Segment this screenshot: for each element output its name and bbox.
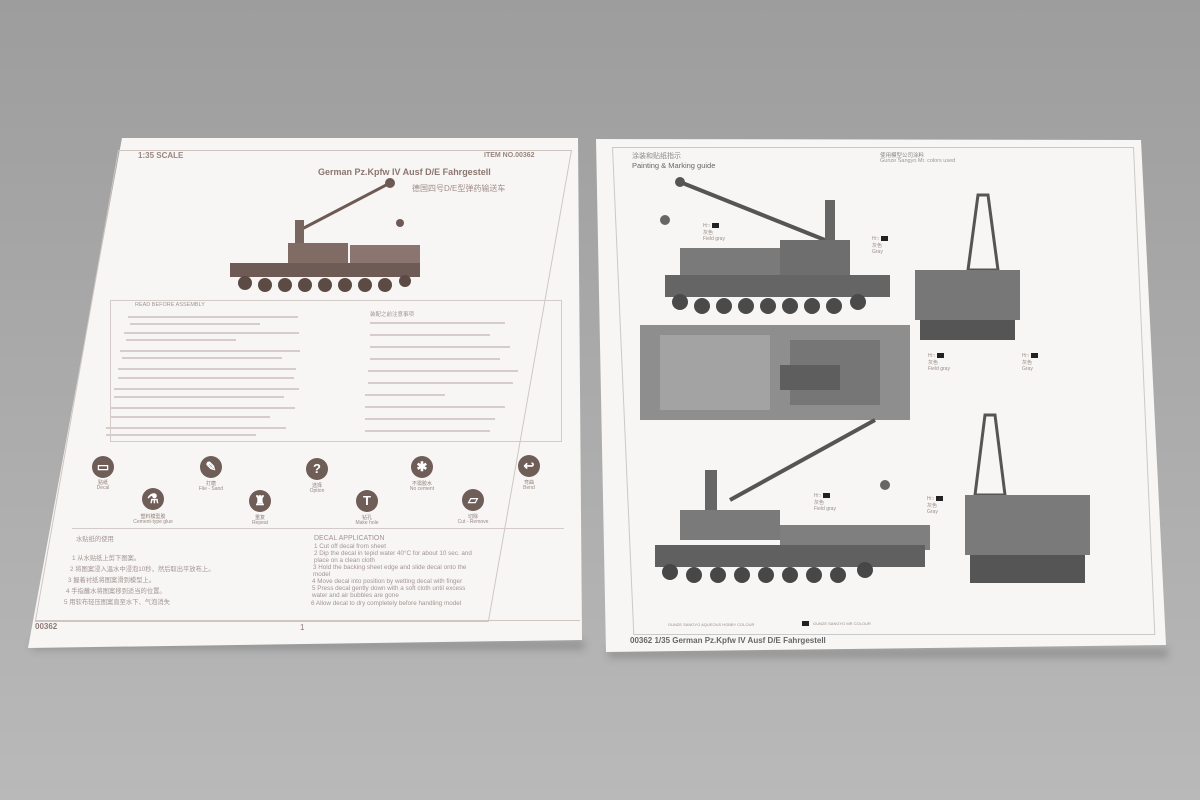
footer-rule bbox=[36, 620, 580, 621]
icon-label-cn: 重复 bbox=[254, 515, 266, 521]
icon-label-cn: 贴纸 bbox=[97, 480, 109, 486]
decal-cn-step: 5 用软布轻压图案直至水下、气泡消失 bbox=[64, 599, 171, 606]
bend-icon: ↩ bbox=[518, 455, 540, 477]
icon-label-cn: 不需胶水 bbox=[411, 481, 433, 487]
top-view-drawing bbox=[640, 325, 910, 420]
footer-item-number: 00362 bbox=[35, 622, 58, 631]
file-sand-icon: ✎ bbox=[200, 456, 222, 478]
icon-label: Option bbox=[309, 488, 325, 494]
guide-footer: 00362 1/35 German Pz.Kpfw IV Ausf D/E Fa… bbox=[630, 636, 826, 645]
option-icon: ? bbox=[306, 458, 328, 480]
icon-label: Make hole bbox=[355, 520, 379, 526]
no-cement-icon: ✱ bbox=[411, 456, 433, 478]
legend-mr-colour: GUNZE SANGYO MR COLOUR bbox=[800, 621, 871, 627]
decal-cn-heading: 水贴纸的使用 bbox=[76, 536, 114, 543]
icon-label: Cut - Remove bbox=[457, 519, 489, 525]
notes-heading-cn: 装配之前注意事项 bbox=[370, 312, 415, 318]
front-view-drawing bbox=[965, 413, 1090, 583]
decal-step: place on a clean cloth bbox=[314, 557, 375, 564]
decal-cn-step: 1 从水贴纸上剪下图案。 bbox=[72, 555, 141, 562]
decal-cn-step: 3 握着衬纸将图案滑到模型上。 bbox=[68, 577, 156, 584]
decal-step: 4 Move decal into position by wetting de… bbox=[312, 578, 463, 585]
icon-label-cn: 弯曲 bbox=[523, 480, 535, 486]
vehicle-drawings bbox=[640, 177, 1090, 583]
divider bbox=[72, 528, 564, 529]
decal-step: water and air bubbles are gone bbox=[312, 592, 399, 599]
decal-heading: DECAL APPLICATION bbox=[314, 535, 385, 542]
icon-label: Bend bbox=[523, 485, 535, 491]
icon-label-cn: 切除 bbox=[467, 514, 479, 520]
decal-step: 2 Dip the decal in tepid water 40°C for … bbox=[314, 550, 472, 557]
decal-step: 5 Press decal gently down with a soft cl… bbox=[312, 585, 466, 592]
decal-step: 3 Hold the backing sheet edge and slide … bbox=[313, 564, 467, 571]
icon-label-cn: 打磨 bbox=[205, 481, 217, 487]
kit-title-cn: 德国四号D/E型弹药输送车 bbox=[412, 184, 506, 193]
notes-box bbox=[110, 300, 562, 442]
rear-view-drawing bbox=[915, 193, 1020, 340]
icon-label-cn: 选择 bbox=[311, 483, 323, 489]
page-number: 1 bbox=[300, 623, 305, 632]
make-hole-icon: T bbox=[356, 490, 378, 512]
side-view-drawing bbox=[660, 177, 890, 314]
cut-remove-icon: ▱ bbox=[462, 489, 484, 511]
page-shadow bbox=[608, 648, 1168, 658]
warning-heading: READ BEFORE ASSEMBLY bbox=[135, 302, 205, 308]
guide-title-cn: 涂装和贴纸指示 bbox=[632, 153, 681, 160]
side-view-drawing-2 bbox=[655, 418, 930, 583]
page-shadow bbox=[32, 640, 584, 650]
colors-note-cn: 使用模型公司涂料 bbox=[880, 153, 925, 159]
legend-aqueous: GUNZE SANGYO AQUEOUS HOBBY COLOUR bbox=[668, 622, 755, 627]
guide-title: Painting & Marking guide bbox=[632, 161, 716, 170]
decal-step: 1 Cut off decal from sheet bbox=[314, 543, 386, 550]
icon-label: Repeat bbox=[251, 520, 269, 526]
repeat-icon: ♜ bbox=[249, 490, 271, 512]
decal-step: model bbox=[313, 571, 331, 578]
icon-label: File - Sand bbox=[198, 486, 224, 492]
decal-icon: ▭ bbox=[92, 456, 114, 478]
icon-label: No cement bbox=[409, 486, 435, 492]
decal-step: 6 Allow decal to dry completely before h… bbox=[311, 600, 462, 607]
tank-illustration bbox=[230, 178, 420, 292]
decal-cn-step: 4 手指蘸水将图案移到适当的位置。 bbox=[66, 588, 166, 595]
kit-title: German Pz.Kpfw IV Ausf D/E Fahrgestell bbox=[318, 167, 491, 177]
icon-label-cn: 塑料模型胶 bbox=[140, 514, 166, 520]
scale-label: 1:35 SCALE bbox=[138, 151, 184, 160]
decal-cn-step: 2 将图案浸入温水中浸泡10秒，然后取出平放布上。 bbox=[70, 566, 215, 573]
icon-label: Decal bbox=[96, 485, 110, 491]
colors-note: Gunze Sangyo Mr. colors used bbox=[880, 158, 956, 164]
item-number: ITEM NO.00362 bbox=[484, 152, 535, 159]
cement-glue-icon: ⚗ bbox=[142, 488, 164, 510]
icon-label-cn: 钻孔 bbox=[361, 515, 373, 521]
icon-label: Cement-type glue bbox=[133, 519, 173, 525]
